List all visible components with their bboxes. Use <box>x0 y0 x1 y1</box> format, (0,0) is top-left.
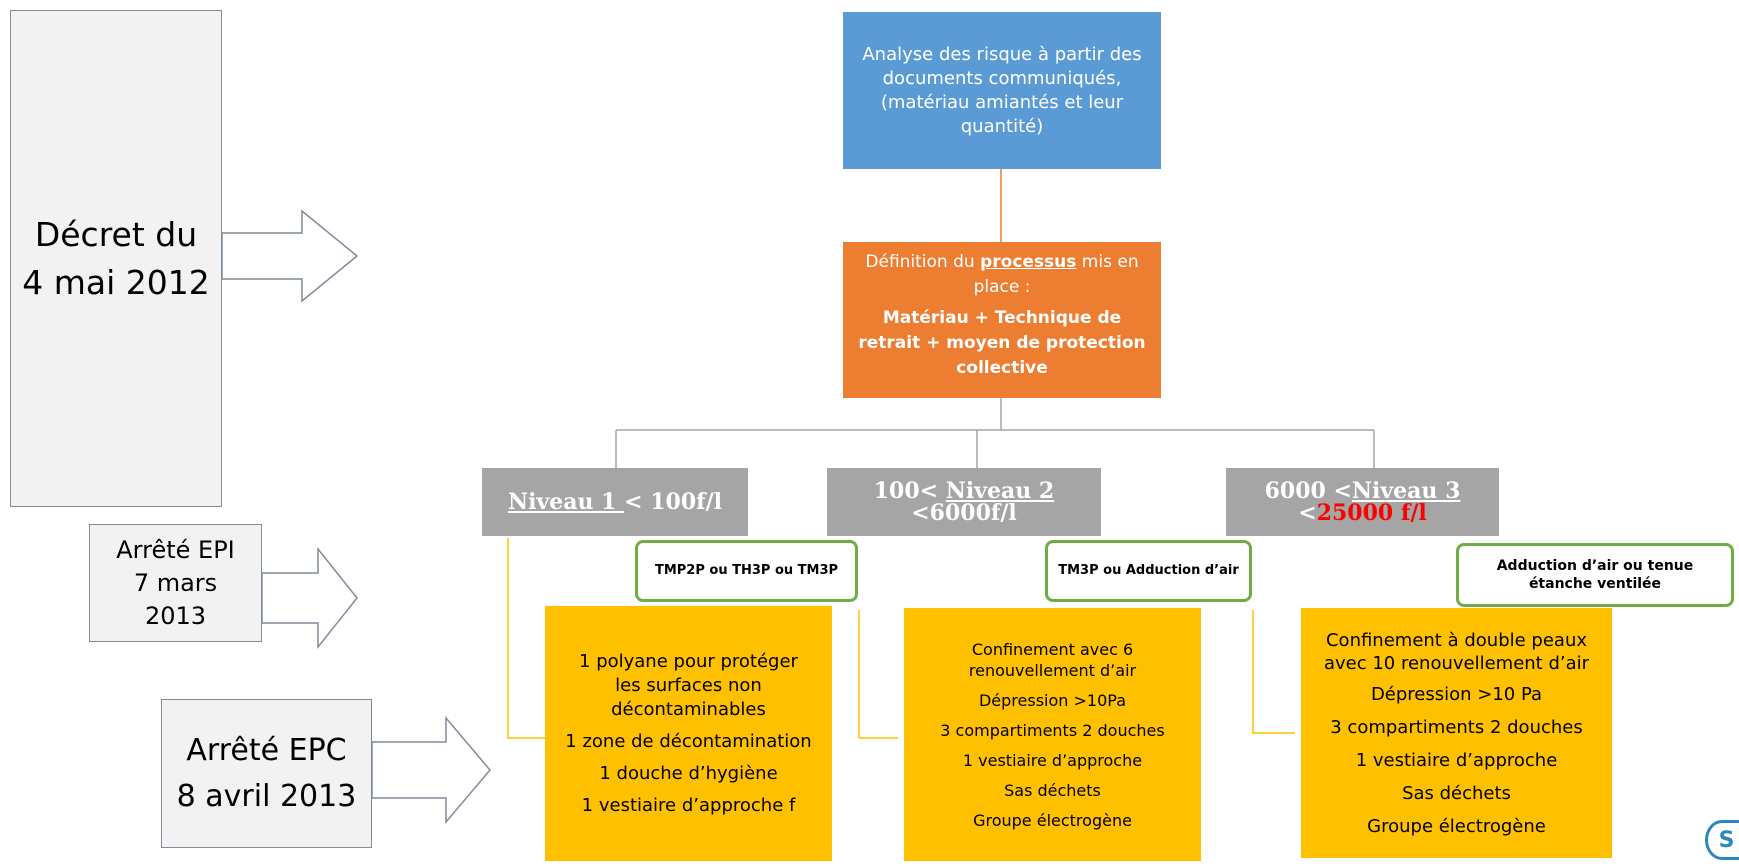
definition-prefix: Définition du <box>865 252 981 272</box>
definition-intro: Définition du processus mis en place : <box>849 250 1155 300</box>
arrete-epc-box: Arrêté EPC 8 avril 2013 <box>161 699 372 848</box>
level-2-box: 100< Niveau 2 <6000f/l <box>827 468 1101 536</box>
definition-bold: Matériau + Technique de retrait + moyen … <box>858 308 1146 378</box>
level-1-box: Niveau 1 < 100f/l <box>482 468 748 536</box>
epc-1-item: 1 vestiaire d’approche f <box>581 794 796 816</box>
arrow-epc <box>371 715 491 825</box>
epc-3-item: 1 vestiaire d’approche <box>1355 749 1558 771</box>
epc-level-3: Confinement à double peaux avec 10 renou… <box>1301 608 1612 858</box>
level-2-name: Niveau 2 <box>945 478 1055 504</box>
epc-2-item: 3 compartiments 2 douches <box>940 720 1165 740</box>
arrete-epi-box: Arrêté EPI 7 mars 2013 <box>89 524 262 642</box>
epi-level-1: TMP2P ou TH3P ou TM3P <box>635 540 858 602</box>
level-2-line2: <6000f/l <box>911 500 1017 526</box>
epi-level-1-text: TMP2P ou TH3P ou TM3P <box>654 563 839 578</box>
level-3-name: Niveau 3 <box>1351 478 1461 504</box>
analyse-text: Analyse des risque à partir des document… <box>862 43 1142 137</box>
epi-level-2-text: TM3P ou Adduction d’air <box>1058 563 1239 578</box>
epc-level-2: Confinement avec 6 renouvellement d’air … <box>904 608 1201 861</box>
level-3-line2-pre: < <box>1298 500 1317 526</box>
level-3-box: 6000 <Niveau 3 <25000 f/l <box>1226 468 1499 536</box>
arrete-epi-line1: Arrêté EPI <box>116 535 235 564</box>
epc-2-item: Groupe électrogène <box>973 810 1132 830</box>
arrete-epc-line2: 8 avril 2013 <box>176 778 357 814</box>
logo-icon: S <box>1705 820 1739 860</box>
epc-3-item: Sas déchets <box>1402 782 1511 804</box>
epc-3-item: Groupe électrogène <box>1367 815 1546 837</box>
level-1-name: Niveau 1 <box>508 489 625 515</box>
arrete-epi-line3: 2013 <box>144 601 207 630</box>
epc-2-item: Confinement avec 6 renouvellement d’air <box>968 639 1137 680</box>
definition-keyword: processus <box>980 252 1077 272</box>
level-3-pre: 6000 < <box>1264 478 1352 504</box>
definition-box: Définition du processus mis en place : M… <box>843 242 1161 398</box>
decret-line2: 4 mai 2012 <box>22 262 210 302</box>
level-1-post: < 100f/l <box>624 489 722 515</box>
connector-level1-epc <box>507 538 545 739</box>
epc-3-item: 3 compartiments 2 douches <box>1330 716 1583 738</box>
logo-letter: S <box>1718 827 1735 853</box>
epc-1-item: 1 douche d’hygiène <box>599 762 778 784</box>
definition-suffix: mis en place : <box>973 252 1139 297</box>
epc-1-item: 1 polyane pour protéger les surfaces non… <box>579 650 798 720</box>
arrow-decret <box>221 209 359 303</box>
arrete-epc-line1: Arrêté EPC <box>186 732 347 768</box>
epc-2-item: 1 vestiaire d’approche <box>962 750 1143 770</box>
epc-3-item: Confinement à double peaux avec 10 renou… <box>1323 629 1590 674</box>
epc-level-1: 1 polyane pour protéger les surfaces non… <box>545 606 832 861</box>
decret-line1: Décret du <box>34 214 198 254</box>
epi-level-2: TM3P ou Adduction d’air <box>1045 540 1252 602</box>
arrete-epi-line2: 7 mars <box>133 568 218 597</box>
analyse-box: Analyse des risque à partir des document… <box>843 12 1161 169</box>
epi-level-3-text: Adduction d’air ou tenue étanche ventilé… <box>1496 558 1694 592</box>
epc-3-item: Dépression >10 Pa <box>1370 683 1543 705</box>
epi-level-3: Adduction d’air ou tenue étanche ventilé… <box>1456 543 1734 607</box>
decret-box: Décret du 4 mai 2012 <box>10 10 222 507</box>
connector-level3-epc <box>1252 610 1295 734</box>
epc-2-item: Sas déchets <box>1004 780 1101 800</box>
epc-2-item: Dépression >10Pa <box>978 690 1127 710</box>
epc-1-item: 1 zone de décontamination <box>565 730 812 752</box>
arrow-epi <box>261 546 358 650</box>
level-3-line2-red: 25000 f/l <box>1316 500 1427 526</box>
level-2-pre: 100< <box>873 478 946 504</box>
